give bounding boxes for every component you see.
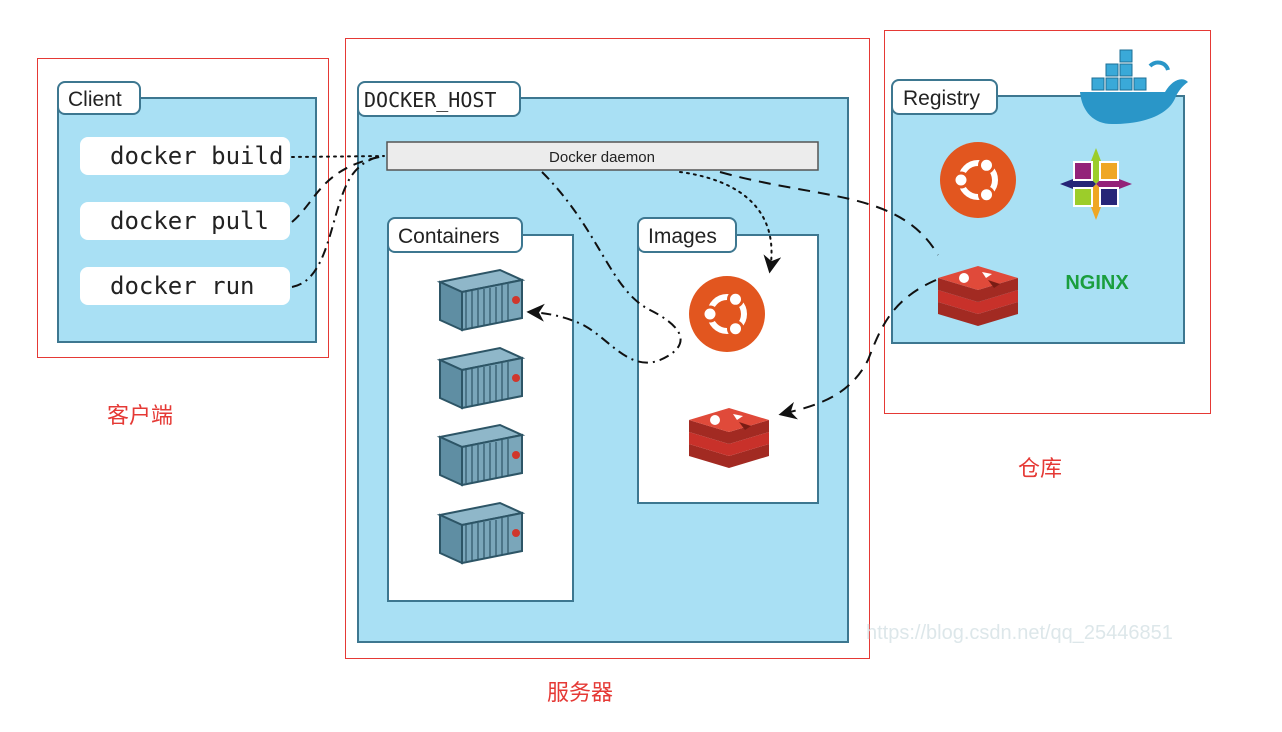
centos-logo-icon: [1060, 148, 1132, 220]
nginx-logo-icon: NGINX: [1065, 272, 1129, 294]
docker-build-command: [80, 137, 290, 175]
redis-logo-icon: [689, 408, 769, 468]
registry-panel: Registry: [891, 49, 1188, 344]
docker-build-label: docker build: [110, 142, 283, 170]
container-icon: [439, 424, 523, 486]
client-title: Client: [68, 88, 122, 111]
connection-lines: [291, 155, 939, 420]
registry-caption: 仓库: [1018, 457, 1062, 482]
host-caption: 服务器: [547, 681, 613, 706]
registry-title: Registry: [903, 87, 981, 110]
docker-run-command: [80, 267, 290, 305]
docker-daemon-bar: [386, 141, 819, 171]
watermark-text: https://blog.csdn.net/qq_25446851: [866, 622, 1173, 644]
container-icon: [439, 502, 523, 564]
docker-host-panel: DOCKER_HOST Docker daemon Containers Ima…: [357, 81, 849, 643]
docker-pull-label: docker pull: [110, 207, 269, 235]
docker-run-label: docker run: [110, 272, 255, 300]
docker-daemon-label: Docker daemon: [549, 149, 655, 166]
client-highlight-box: [37, 58, 329, 358]
docker-pull-command: [80, 202, 290, 240]
client-panel: Client docker build docker pull docker r…: [57, 81, 317, 343]
docker-host-title: DOCKER_HOST: [364, 88, 496, 112]
registry-highlight-box: [884, 30, 1211, 414]
redis-logo-icon: [938, 266, 1018, 326]
client-caption: 客户端: [107, 404, 173, 429]
ubuntu-logo-icon: [940, 142, 1016, 218]
container-icon: [439, 269, 523, 331]
docker-whale-icon: [1080, 49, 1188, 124]
containers-title: Containers: [398, 225, 500, 248]
images-title: Images: [648, 225, 717, 248]
container-icon: [439, 347, 523, 409]
host-highlight-box: [345, 38, 870, 659]
ubuntu-logo-icon: [689, 276, 765, 352]
